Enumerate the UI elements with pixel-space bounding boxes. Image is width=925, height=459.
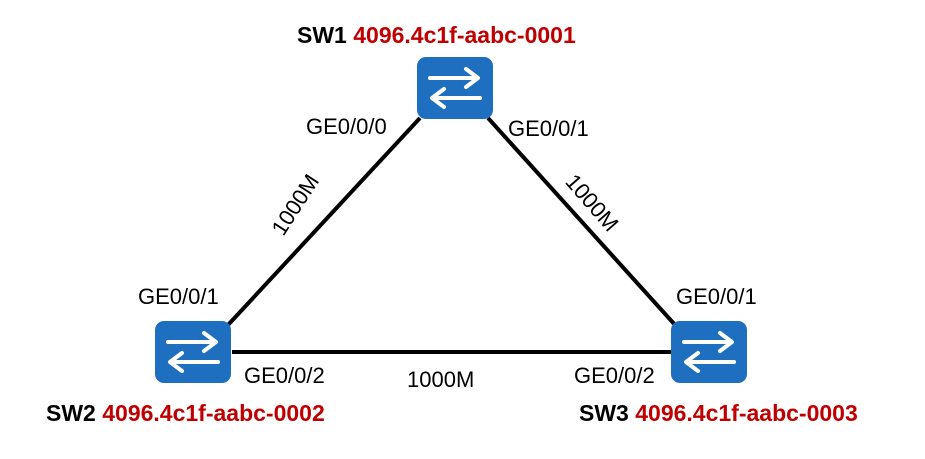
sw3-port-to-sw1: GE0/0/1 bbox=[676, 284, 757, 309]
sw3-title: SW3 4096.4c1f-aabc-0003 bbox=[579, 402, 858, 425]
sw1-port-to-sw3: GE0/0/1 bbox=[508, 116, 589, 141]
sw3-port-to-sw2: GE0/0/2 bbox=[574, 363, 655, 388]
sw1-switch-icon[interactable] bbox=[416, 56, 494, 120]
link-sw1-sw2 bbox=[226, 116, 422, 327]
sw1-title: SW1 4096.4c1f-aabc-0001 bbox=[297, 24, 576, 47]
sw2-bridge-id: 4096.4c1f-aabc-0002 bbox=[102, 400, 325, 426]
sw3-switch-icon[interactable] bbox=[670, 320, 748, 384]
link-sw2-sw3-speed: 1000M bbox=[407, 367, 475, 392]
sw3-bridge-id: 4096.4c1f-aabc-0003 bbox=[635, 400, 858, 426]
sw2-port-to-sw1: GE0/0/1 bbox=[138, 284, 219, 309]
sw2-title: SW2 4096.4c1f-aabc-0002 bbox=[46, 402, 325, 425]
sw1-name: SW1 bbox=[297, 22, 347, 48]
sw1-bridge-id: 4096.4c1f-aabc-0001 bbox=[353, 22, 576, 48]
sw3-name: SW3 bbox=[579, 400, 629, 426]
sw1-port-to-sw2: GE0/0/0 bbox=[306, 114, 387, 139]
sw2-name: SW2 bbox=[46, 400, 96, 426]
switch-icon bbox=[417, 57, 493, 119]
sw2-port-to-sw3: GE0/0/2 bbox=[244, 363, 325, 388]
switch-icon bbox=[155, 321, 231, 383]
switch-icon bbox=[671, 321, 747, 383]
sw2-switch-icon[interactable] bbox=[154, 320, 232, 384]
link-sw1-sw3 bbox=[486, 116, 678, 328]
